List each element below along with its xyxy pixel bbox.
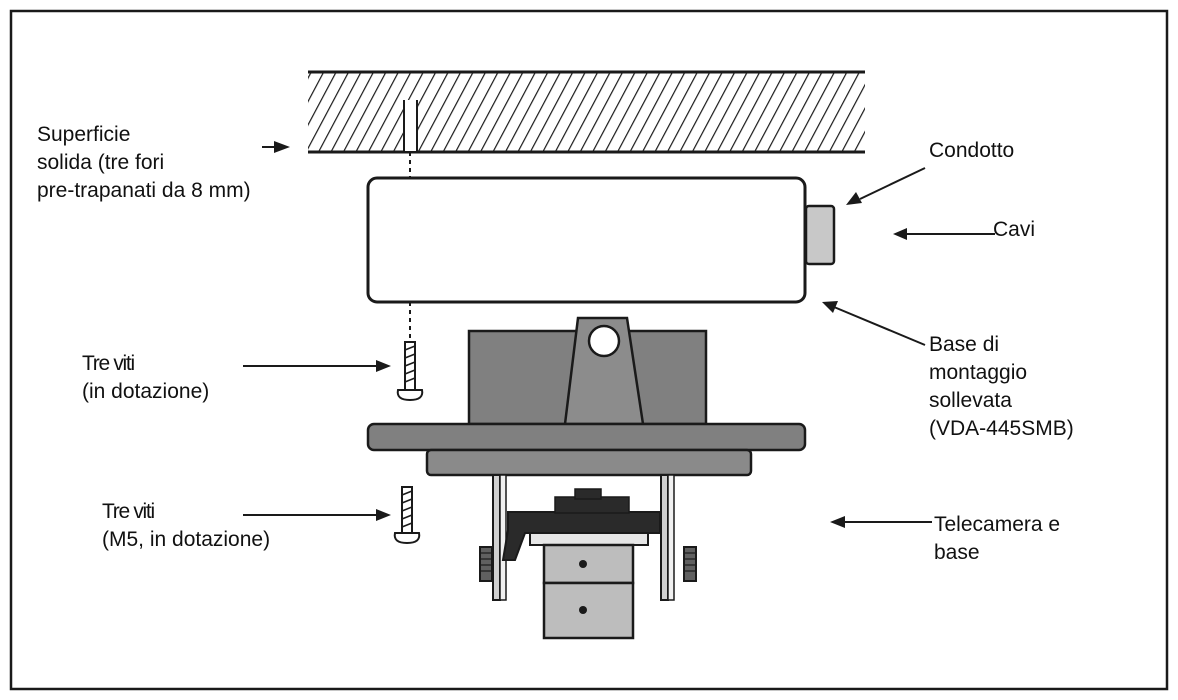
label-screws-m5: Tre viti (M5, in dotazione) bbox=[102, 500, 271, 551]
screw-supplied bbox=[396, 341, 424, 402]
label-screws-supplied: Tre viti (in dotazione) bbox=[82, 352, 210, 403]
label-camera-and-base: Telecamera e base bbox=[934, 513, 1061, 564]
camera-assembly bbox=[366, 316, 807, 640]
leader-arrows bbox=[243, 141, 995, 528]
solid-surface bbox=[308, 70, 865, 154]
label-solid-surface: Superficie solida (tre fori pre-trapanat… bbox=[37, 123, 251, 202]
screw-m5 bbox=[393, 486, 421, 545]
label-cables: Cavi bbox=[993, 218, 1036, 241]
conduit-fitting bbox=[804, 204, 836, 266]
label-raised-mounting-base: Base di montaggio sollevata (VDA-445SMB) bbox=[929, 333, 1074, 440]
raised-mounting-base bbox=[366, 176, 807, 304]
pivot-knob bbox=[587, 324, 621, 358]
pre-drilled-hole bbox=[404, 100, 417, 151]
label-conduit: Condotto bbox=[929, 139, 1015, 162]
